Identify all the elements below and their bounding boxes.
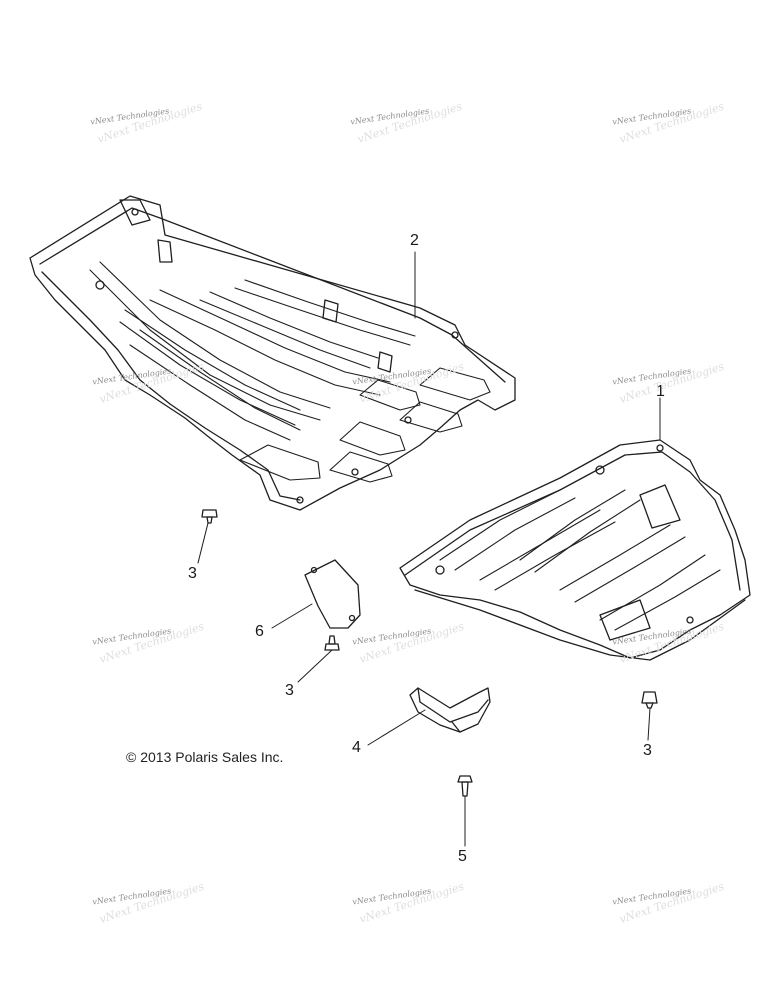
- push-rivet-c: [641, 691, 658, 709]
- screw-fastener: [457, 775, 473, 797]
- mounting-bracket: [409, 687, 491, 733]
- cover-plate: [304, 559, 361, 629]
- callout-2: 2: [410, 232, 419, 249]
- callout-3: 3: [285, 682, 294, 699]
- callout-1: 1: [656, 383, 665, 400]
- callout-3: 3: [643, 742, 652, 759]
- callout-3: 3: [188, 565, 197, 582]
- push-rivet-b: [324, 635, 340, 651]
- leader-lines: [197, 251, 661, 847]
- skid-plate-rear: [29, 195, 516, 511]
- callout-5: 5: [458, 848, 467, 865]
- push-rivet-a: [201, 509, 218, 524]
- callout-4: 4: [352, 739, 361, 756]
- copyright-notice: © 2013 Polaris Sales Inc.: [126, 749, 284, 765]
- skid-plate-front: [399, 439, 751, 661]
- callout-6: 6: [255, 623, 264, 640]
